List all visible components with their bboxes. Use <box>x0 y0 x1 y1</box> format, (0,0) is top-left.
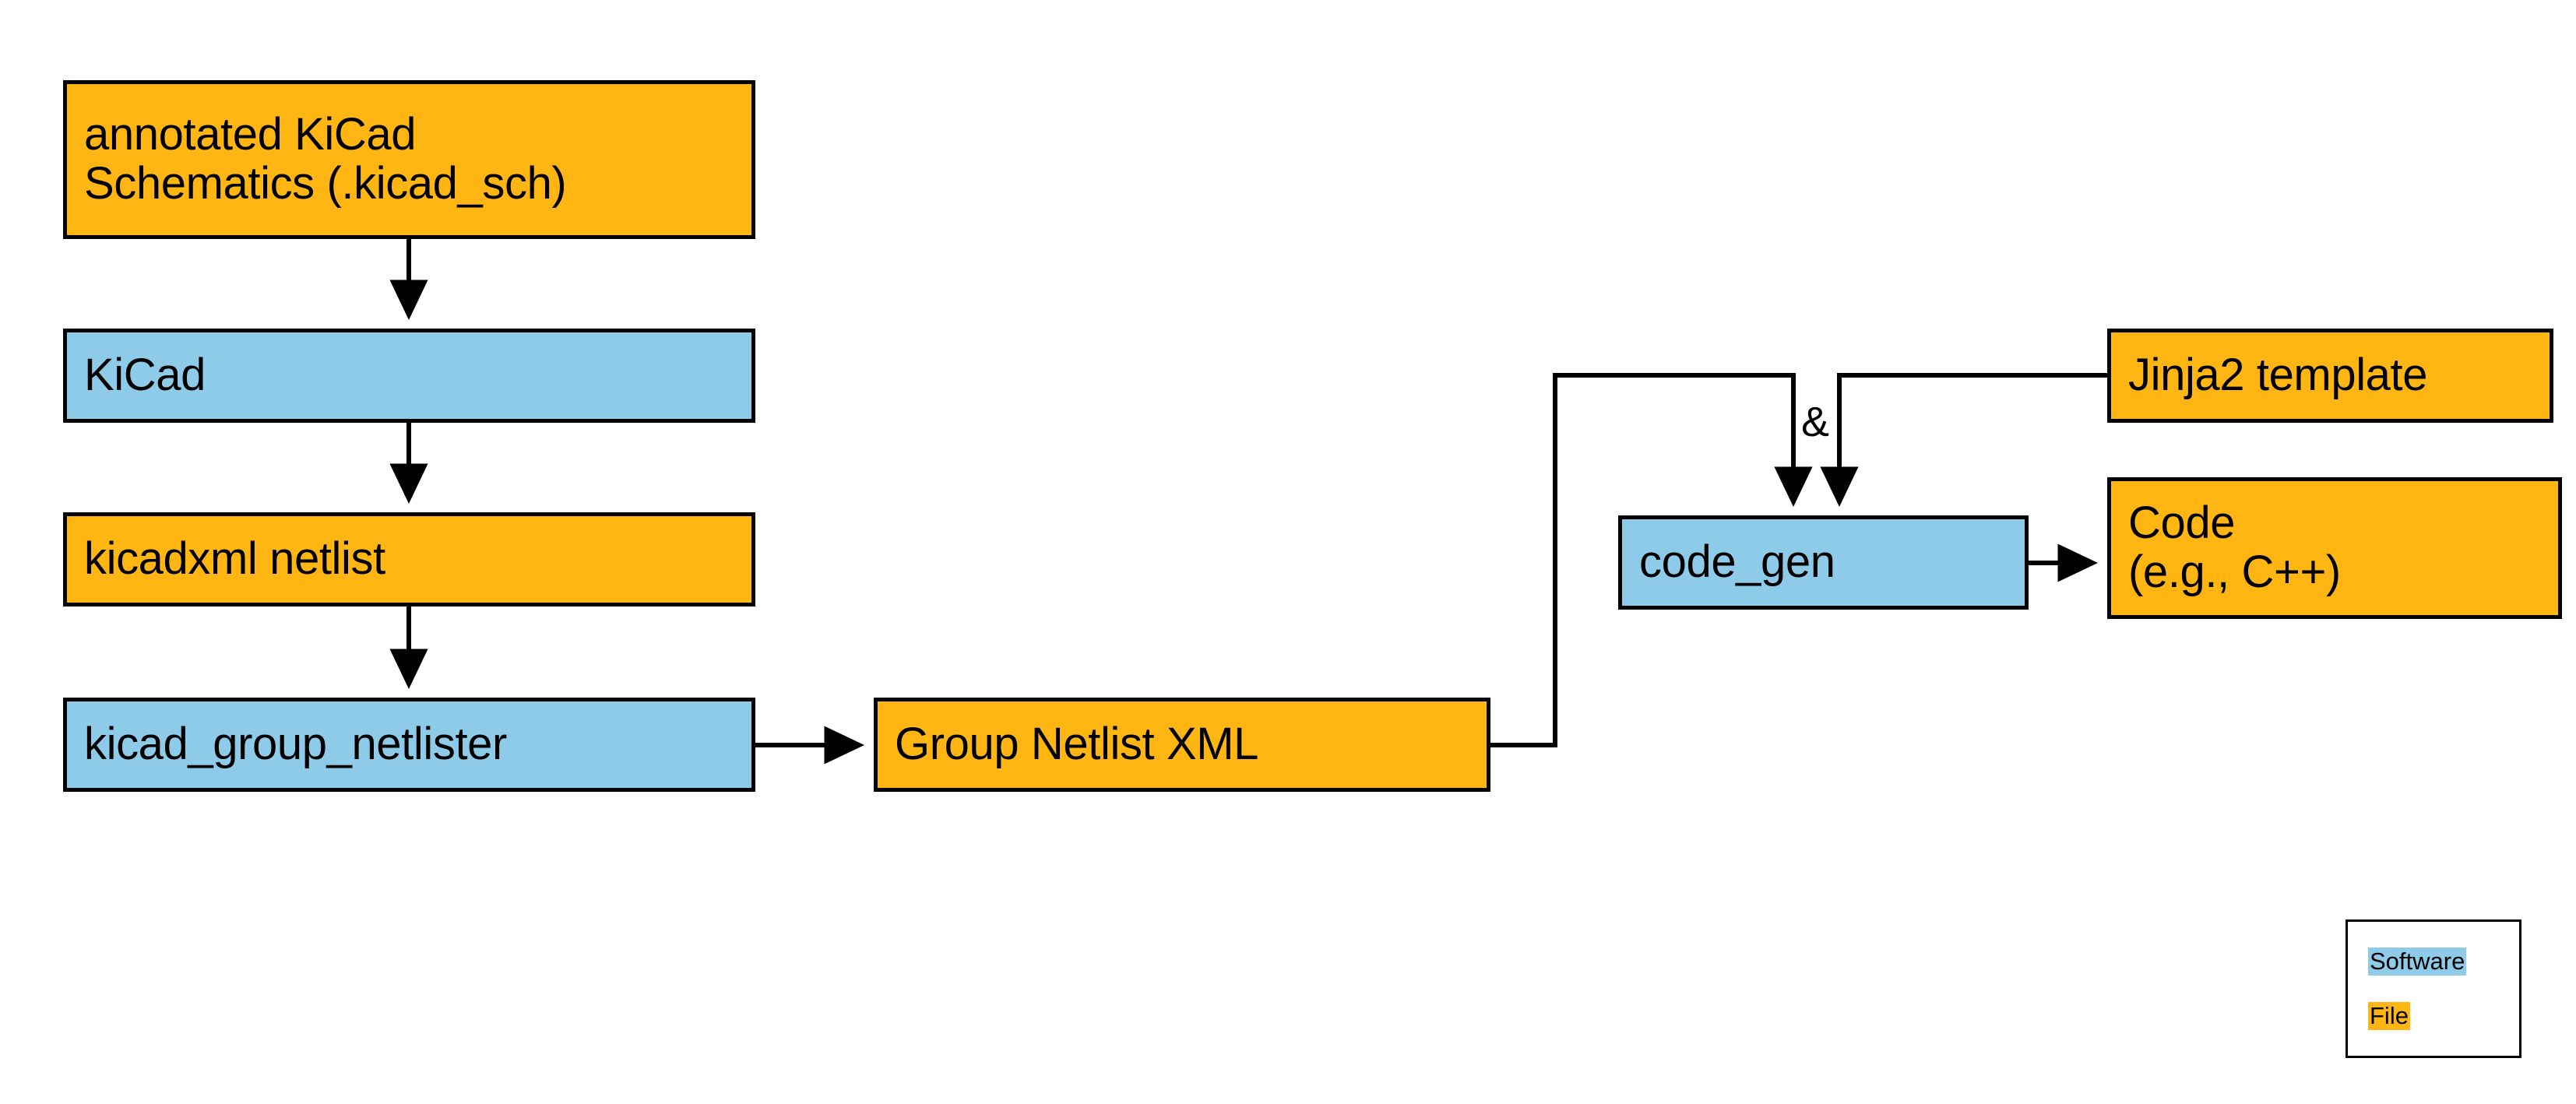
node-kicad-group-netlister[interactable]: kicad_group_netlister <box>63 698 755 792</box>
edge-label-ampersand: & <box>1801 399 1830 445</box>
node-kicadxml-netlist[interactable]: kicadxml netlist <box>63 512 755 606</box>
node-label: kicadxml netlist <box>84 533 385 585</box>
edge-jinja2-to-code-gen <box>1820 373 2107 508</box>
node-label: code_gen <box>1639 536 1835 588</box>
node-kicad[interactable]: KiCad <box>63 329 755 423</box>
node-jinja2-template[interactable]: Jinja2 template <box>2107 329 2553 423</box>
node-label: Group Netlist XML <box>895 719 1259 770</box>
node-code-output[interactable]: Code (e.g., C++) <box>2107 477 2562 619</box>
node-label: KiCad <box>84 350 206 401</box>
node-label: kicad_group_netlister <box>84 719 507 770</box>
node-group-netlist-xml[interactable]: Group Netlist XML <box>874 698 1490 792</box>
node-code-gen[interactable]: code_gen <box>1618 515 2029 610</box>
legend-item-software: Software <box>2368 947 2467 976</box>
node-label: Code (e.g., C++) <box>2128 498 2341 597</box>
node-label: annotated KiCad Schematics (.kicad_sch) <box>84 109 567 209</box>
node-label: Jinja2 template <box>2128 350 2428 401</box>
node-annotated-kicad-schematics[interactable]: annotated KiCad Schematics (.kicad_sch) <box>63 80 755 239</box>
legend-item-file: File <box>2368 1001 2410 1031</box>
legend: Software File <box>2345 919 2521 1058</box>
